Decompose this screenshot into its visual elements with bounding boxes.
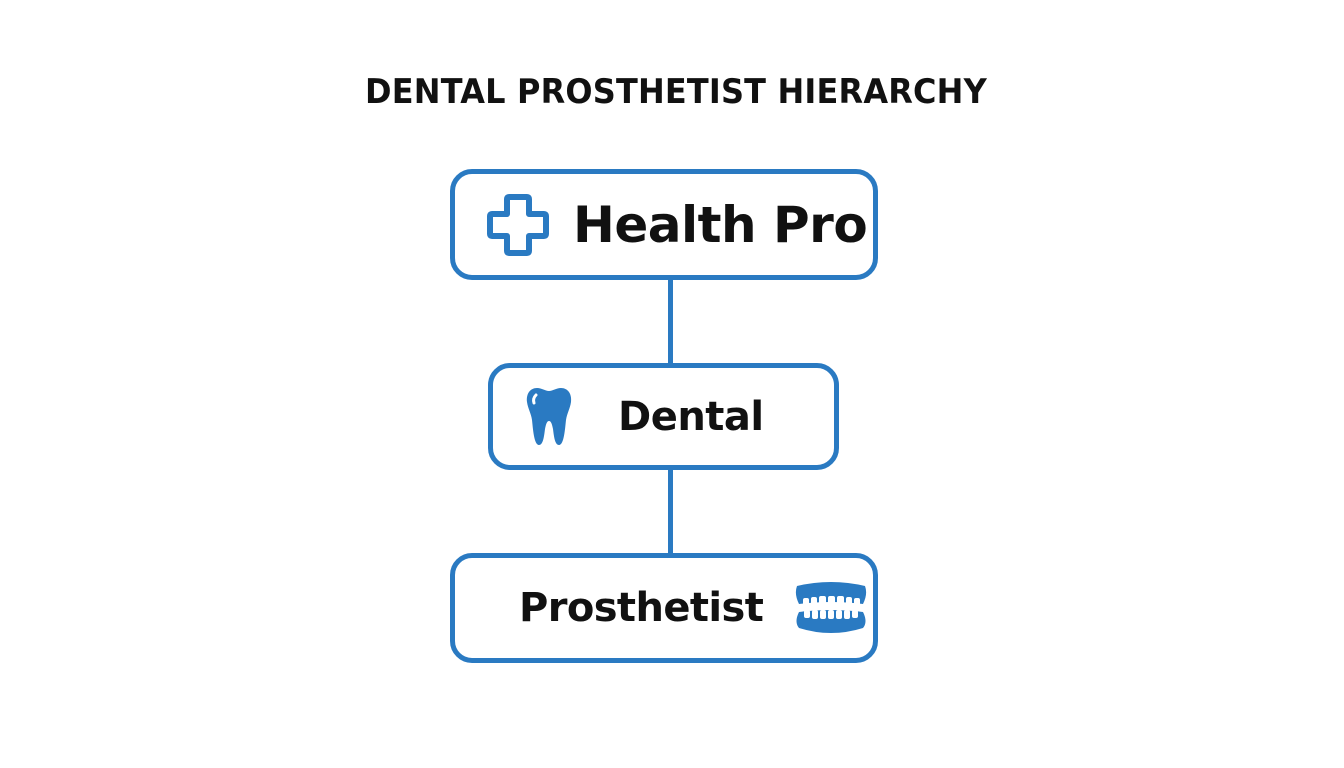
dentures-icon (793, 582, 869, 634)
node-prosthetist: Prosthetist (450, 553, 878, 663)
medical-cross-icon (487, 193, 549, 256)
connector-health-to-dental (668, 278, 673, 365)
connector-dental-to-prosthetist (668, 468, 673, 555)
node-label-prosthetist: Prosthetist (519, 585, 764, 631)
node-health-pro: Health Pro (450, 169, 878, 280)
tooth-icon (526, 387, 572, 447)
node-dental: Dental (488, 363, 839, 470)
node-label-health-pro: Health Pro (573, 195, 868, 254)
node-label-dental: Dental (618, 393, 764, 440)
diagram-title: DENTAL PROSTHETIST HIERARCHY (365, 72, 987, 112)
